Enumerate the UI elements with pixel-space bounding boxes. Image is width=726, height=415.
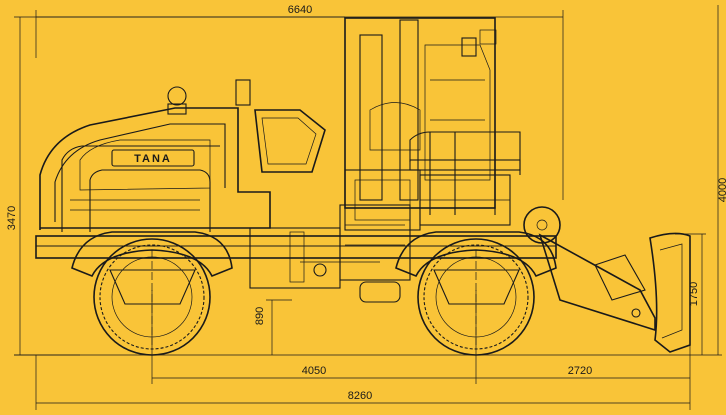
- dim-wheelbase: 4050: [302, 365, 326, 377]
- dim-blade-height: 1750: [688, 282, 700, 306]
- side-panel: [254, 109, 326, 173]
- dim-ground-clearance: 890: [254, 307, 266, 325]
- front-platform: [409, 131, 521, 226]
- dim-overall-length: 8260: [348, 390, 372, 402]
- front-fender: [395, 231, 557, 305]
- brand-label: TANA: [134, 153, 172, 165]
- dim-front-overhang: 2720: [568, 365, 592, 377]
- chassis: [35, 204, 557, 303]
- dim-height-right: 4000: [717, 178, 726, 202]
- operator-cab: [344, 17, 497, 231]
- dim-overall-height: 3470: [6, 206, 18, 230]
- rear-fender: [71, 231, 233, 305]
- engine-hood: [39, 79, 271, 230]
- dim-overall-width-top: 6640: [288, 4, 312, 16]
- rear-handrail: [61, 145, 220, 232]
- front-wheel: [417, 238, 535, 356]
- dozer-blade: [523, 206, 691, 353]
- rear-wheel: [93, 238, 211, 356]
